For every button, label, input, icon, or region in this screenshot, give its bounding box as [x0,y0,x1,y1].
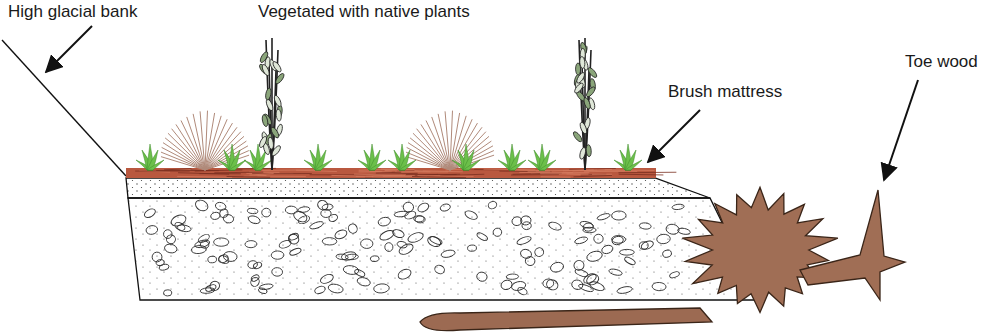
sand-layer [126,178,710,198]
toe-wood-log [420,308,712,331]
leader-arrow [46,26,92,72]
toe-wood-rootwad [682,187,838,312]
gravel-layer [128,198,760,300]
native-plants [136,38,642,170]
toe-wood-roots [800,190,905,300]
part-label: Brush mattress [668,82,782,102]
part-label: Toe wood [905,52,978,72]
bank-slope [2,40,126,176]
part-label: Vegetated with native plants [258,2,470,22]
leader-arrow [884,80,918,180]
leader-arrow [648,110,700,162]
gravel-dots [128,198,760,300]
gravel-cobbles [143,198,691,296]
part-label: High glacial bank [8,2,137,22]
